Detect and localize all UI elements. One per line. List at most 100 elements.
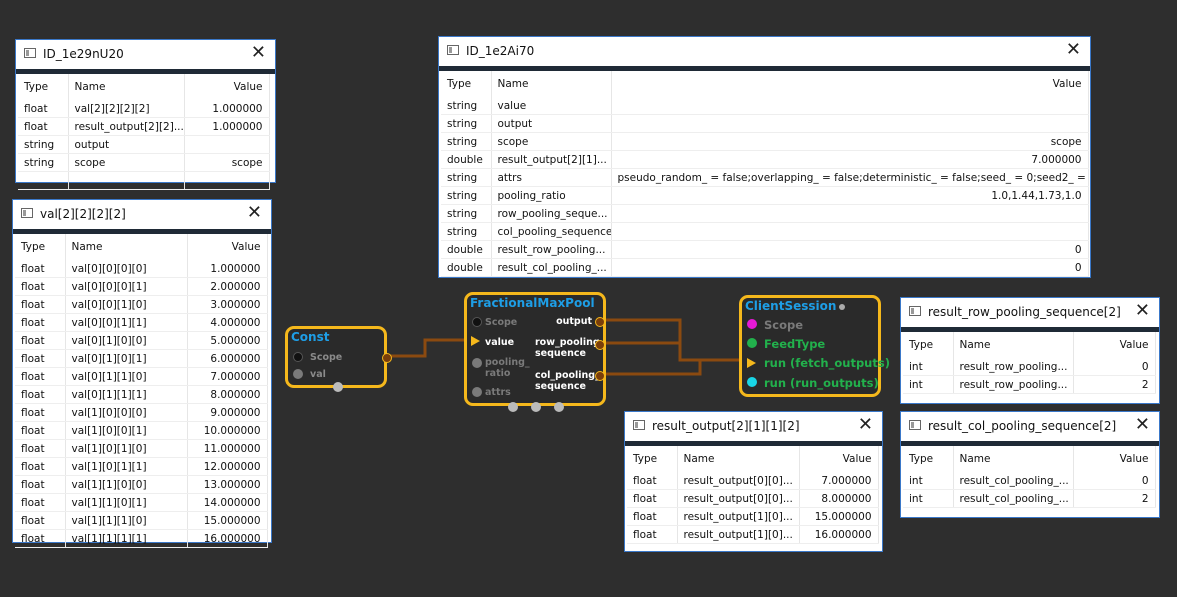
column-header-value[interactable]: Value xyxy=(187,234,267,260)
column-header-type[interactable]: Type xyxy=(15,234,65,260)
table-row[interactable]: floatval[0][1][1][0]7.000000 xyxy=(15,368,267,386)
run-outputs-input-pin[interactable] xyxy=(747,377,757,387)
column-header-name[interactable]: Name xyxy=(953,332,1073,358)
close-icon[interactable]: ✕ xyxy=(858,415,873,435)
close-icon[interactable]: ✕ xyxy=(1135,301,1150,321)
table-row[interactable]: floatval[1][1][1][1]16.000000 xyxy=(15,530,267,548)
column-header-value[interactable]: Value xyxy=(1073,446,1155,472)
column-header-type[interactable]: Type xyxy=(903,332,953,358)
scope-input-pin[interactable] xyxy=(747,319,757,329)
panel-titlebar[interactable]: val[2][2][2][2] ✕ xyxy=(13,200,271,234)
table-row[interactable]: floatval[1][1][1][0]15.000000 xyxy=(15,512,267,530)
table-row[interactable]: floatval[0][0][0][1]2.000000 xyxy=(15,278,267,296)
value-cell: 1.0,1.44,1.73,1.0 xyxy=(611,187,1088,205)
table-row[interactable]: floatresult_output[0][0]...7.000000 xyxy=(627,472,878,490)
table-row[interactable]: floatval[2][2][2][2]1.000000 xyxy=(18,100,269,118)
column-header-type[interactable]: Type xyxy=(441,71,491,97)
table-row[interactable]: stringscopescope xyxy=(441,133,1088,151)
close-icon[interactable]: ✕ xyxy=(1066,40,1081,60)
table-row[interactable]: floatval[0][1][0][0]5.000000 xyxy=(15,332,267,350)
bottom-handle[interactable] xyxy=(554,402,564,412)
table-row[interactable]: floatresult_output[1][0]...16.000000 xyxy=(627,526,878,544)
panel-id-1e29nu20[interactable]: ID_1e29nU20 ✕ TypeNameValuefloatval[2][2… xyxy=(15,39,276,183)
table-row[interactable]: doubleresult_row_pooling...0 xyxy=(441,241,1088,259)
table-row[interactable]: floatresult_output[1][0]...15.000000 xyxy=(627,508,878,526)
panel-id-1e2ai70[interactable]: ID_1e2Ai70 ✕ TypeNameValuestringvaluestr… xyxy=(438,36,1091,278)
table-row[interactable]: floatval[0][1][1][1]8.000000 xyxy=(15,386,267,404)
value-input-arrow-icon[interactable] xyxy=(471,336,480,346)
table-row[interactable]: intresult_row_pooling...0 xyxy=(903,358,1155,376)
scope-input-pin[interactable] xyxy=(472,317,482,327)
table-row[interactable]: floatval[1][1][0][1]14.000000 xyxy=(15,494,267,512)
column-header-name[interactable]: Name xyxy=(65,234,187,260)
bottom-handle[interactable] xyxy=(531,402,541,412)
table-row[interactable]: floatval[1][1][0][0]13.000000 xyxy=(15,476,267,494)
table-row[interactable]: stringoutput xyxy=(18,136,269,154)
panel-titlebar[interactable]: result_row_pooling_sequence[2] ✕ xyxy=(901,298,1159,332)
panel-titlebar[interactable]: ID_1e29nU20 ✕ xyxy=(16,40,275,74)
close-icon[interactable]: ✕ xyxy=(251,43,266,63)
table-row[interactable]: stringscopescope xyxy=(18,154,269,172)
column-header-name[interactable]: Name xyxy=(491,71,611,97)
column-header-value[interactable]: Value xyxy=(1073,332,1155,358)
table-row[interactable]: floatval[0][0][1][1]4.000000 xyxy=(15,314,267,332)
column-header-type[interactable]: Type xyxy=(903,446,953,472)
output-pin[interactable] xyxy=(382,353,392,363)
table-row[interactable]: doubleresult_col_pooling_...0 xyxy=(441,259,1088,277)
bottom-handle[interactable] xyxy=(333,382,343,392)
col-pooling-sequence-pin[interactable] xyxy=(595,371,605,381)
value-cell: 0 xyxy=(611,259,1088,277)
table-row[interactable]: stringpooling_ratio1.0,1.44,1.73,1.0 xyxy=(441,187,1088,205)
table-row[interactable]: floatval[0][0][0][0]1.000000 xyxy=(15,260,267,278)
table-row[interactable]: intresult_col_pooling_...2 xyxy=(903,490,1155,508)
column-header-value[interactable]: Value xyxy=(184,74,269,100)
column-header-name[interactable]: Name xyxy=(677,446,799,472)
table-row[interactable]: floatval[0][1][0][1]6.000000 xyxy=(15,350,267,368)
table-row[interactable]: floatval[1][0][1][1]12.000000 xyxy=(15,458,267,476)
panel-result-col-pooling-sequence[interactable]: result_col_pooling_sequence[2] ✕ TypeNam… xyxy=(900,411,1160,518)
table-row[interactable]: floatval[1][0][1][0]11.000000 xyxy=(15,440,267,458)
column-header-value[interactable]: Value xyxy=(799,446,878,472)
panel-title: result_col_pooling_sequence[2] xyxy=(928,419,1116,433)
panel-result-row-pooling-sequence[interactable]: result_row_pooling_sequence[2] ✕ TypeNam… xyxy=(900,297,1160,404)
const-node[interactable]: Const Scope val xyxy=(285,326,387,388)
bottom-handle[interactable] xyxy=(508,402,518,412)
table-row[interactable]: floatval[1][0][0][1]10.000000 xyxy=(15,422,267,440)
attrs-input-pin[interactable] xyxy=(472,387,482,397)
table-row[interactable]: doubleresult_output[2][1]...7.000000 xyxy=(441,151,1088,169)
close-icon[interactable]: ✕ xyxy=(247,203,262,223)
scope-input-pin[interactable] xyxy=(293,352,303,362)
panel-titlebar[interactable]: ID_1e2Ai70 ✕ xyxy=(439,37,1090,71)
panel-result-output[interactable]: result_output[2][1][1][2] ✕ TypeNameValu… xyxy=(624,411,883,552)
client-session-node[interactable]: ClientSession Scope FeedType run (fetch_… xyxy=(739,295,881,397)
table-row[interactable]: intresult_row_pooling...2 xyxy=(903,376,1155,394)
table-row[interactable]: stringcol_pooling_sequence xyxy=(441,223,1088,241)
table-row[interactable]: stringvalue xyxy=(441,97,1088,115)
table-row[interactable]: intresult_col_pooling_...0 xyxy=(903,472,1155,490)
window-icon xyxy=(21,208,33,218)
val-input-pin[interactable] xyxy=(293,369,303,379)
fetch-outputs-arrow-icon[interactable] xyxy=(747,358,756,368)
column-header-name[interactable]: Name xyxy=(953,446,1073,472)
table-row[interactable]: stringattrspseudo_random_ = false;overla… xyxy=(441,169,1088,187)
table-row[interactable]: floatresult_output[2][2]...1.000000 xyxy=(18,118,269,136)
feedtype-input-pin[interactable] xyxy=(747,338,757,348)
table-row[interactable]: stringoutput xyxy=(441,115,1088,133)
panel-titlebar[interactable]: result_col_pooling_sequence[2] ✕ xyxy=(901,412,1159,446)
column-header-name[interactable]: Name xyxy=(68,74,184,100)
table-row[interactable]: stringrow_pooling_seque... xyxy=(441,205,1088,223)
column-header-type[interactable]: Type xyxy=(18,74,68,100)
output-pin[interactable] xyxy=(595,317,605,327)
table-row[interactable] xyxy=(18,172,269,190)
pooling-ratio-input-pin[interactable] xyxy=(472,358,482,368)
table-row[interactable]: floatval[0][0][1][0]3.000000 xyxy=(15,296,267,314)
column-header-value[interactable]: Value xyxy=(611,71,1088,97)
row-pooling-sequence-pin[interactable] xyxy=(595,340,605,350)
fractional-max-pool-node[interactable]: FractionalMaxPool Scope value pooling_ r… xyxy=(464,292,606,406)
table-row[interactable]: floatval[1][0][0][0]9.000000 xyxy=(15,404,267,422)
column-header-type[interactable]: Type xyxy=(627,446,677,472)
table-row[interactable]: floatresult_output[0][0]...8.000000 xyxy=(627,490,878,508)
panel-val-2-2-2-2[interactable]: val[2][2][2][2] ✕ TypeNameValuefloatval[… xyxy=(12,199,272,543)
close-icon[interactable]: ✕ xyxy=(1135,415,1150,435)
panel-titlebar[interactable]: result_output[2][1][1][2] ✕ xyxy=(625,412,882,446)
